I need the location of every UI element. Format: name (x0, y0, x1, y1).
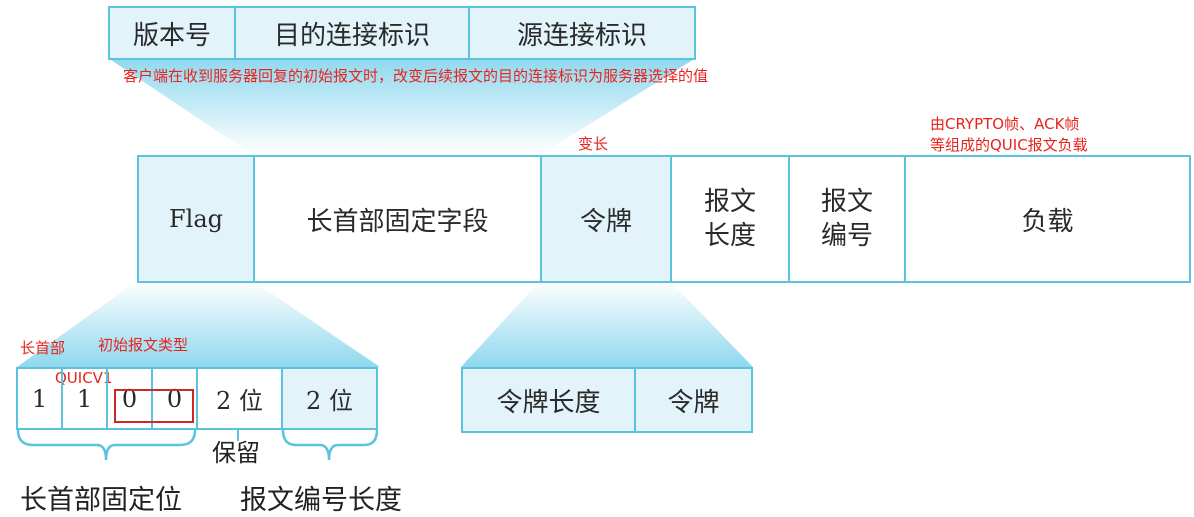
fan-flag-to-bits (17, 281, 380, 367)
long-header-note: 长首部 (20, 339, 66, 357)
reserved-bits-field: 2 位 (196, 367, 283, 430)
payload-note-line2: 等组成的QUIC报文负载 (930, 136, 1088, 154)
pn-length-label: 报文编号长度 (240, 485, 402, 516)
quic-v1-note: QUICV1 (55, 369, 113, 387)
src-conn-id-field: 源连接标识 (468, 6, 696, 60)
packet-type-highlight (114, 389, 194, 423)
payload-field: 负载 (904, 155, 1191, 283)
token-field: 令牌 (540, 155, 672, 283)
fixed-bits-label: 长首部固定位 (20, 485, 182, 516)
flag-bit-1: 1 (16, 367, 63, 430)
flag-bit-2: 1 (61, 367, 108, 430)
bracket-fixed-bits (16, 429, 197, 461)
dest-conn-id-field: 目的连接标识 (234, 6, 470, 60)
payload-note-line1: 由CRYPTO帧、ACK帧 (930, 115, 1080, 133)
token-length-subfield: 令牌长度 (461, 367, 636, 433)
dest-conn-id-note: 客户端在收到服务器回复的初始报文时，改变后续报文的目的连接标识为服务器选择的值 (123, 67, 709, 85)
initial-packet-type-note: 初始报文类型 (98, 336, 189, 354)
packet-length-field: 报文长度 (670, 155, 790, 283)
pn-length-bits-field: 2 位 (281, 367, 378, 430)
long-header-fixed-field: 长首部固定字段 (253, 155, 542, 283)
token-subfield: 令牌 (634, 367, 753, 433)
reserved-label: 保留 (212, 439, 260, 467)
flag-field: Flag (137, 155, 255, 283)
fan-token-to-subfields (461, 281, 753, 367)
variable-length-note: 变长 (578, 135, 609, 153)
packet-number-field: 报文编号 (788, 155, 906, 283)
fan-header-to-fields (108, 58, 696, 155)
bracket-pn-length (281, 429, 379, 461)
version-field: 版本号 (108, 6, 236, 60)
